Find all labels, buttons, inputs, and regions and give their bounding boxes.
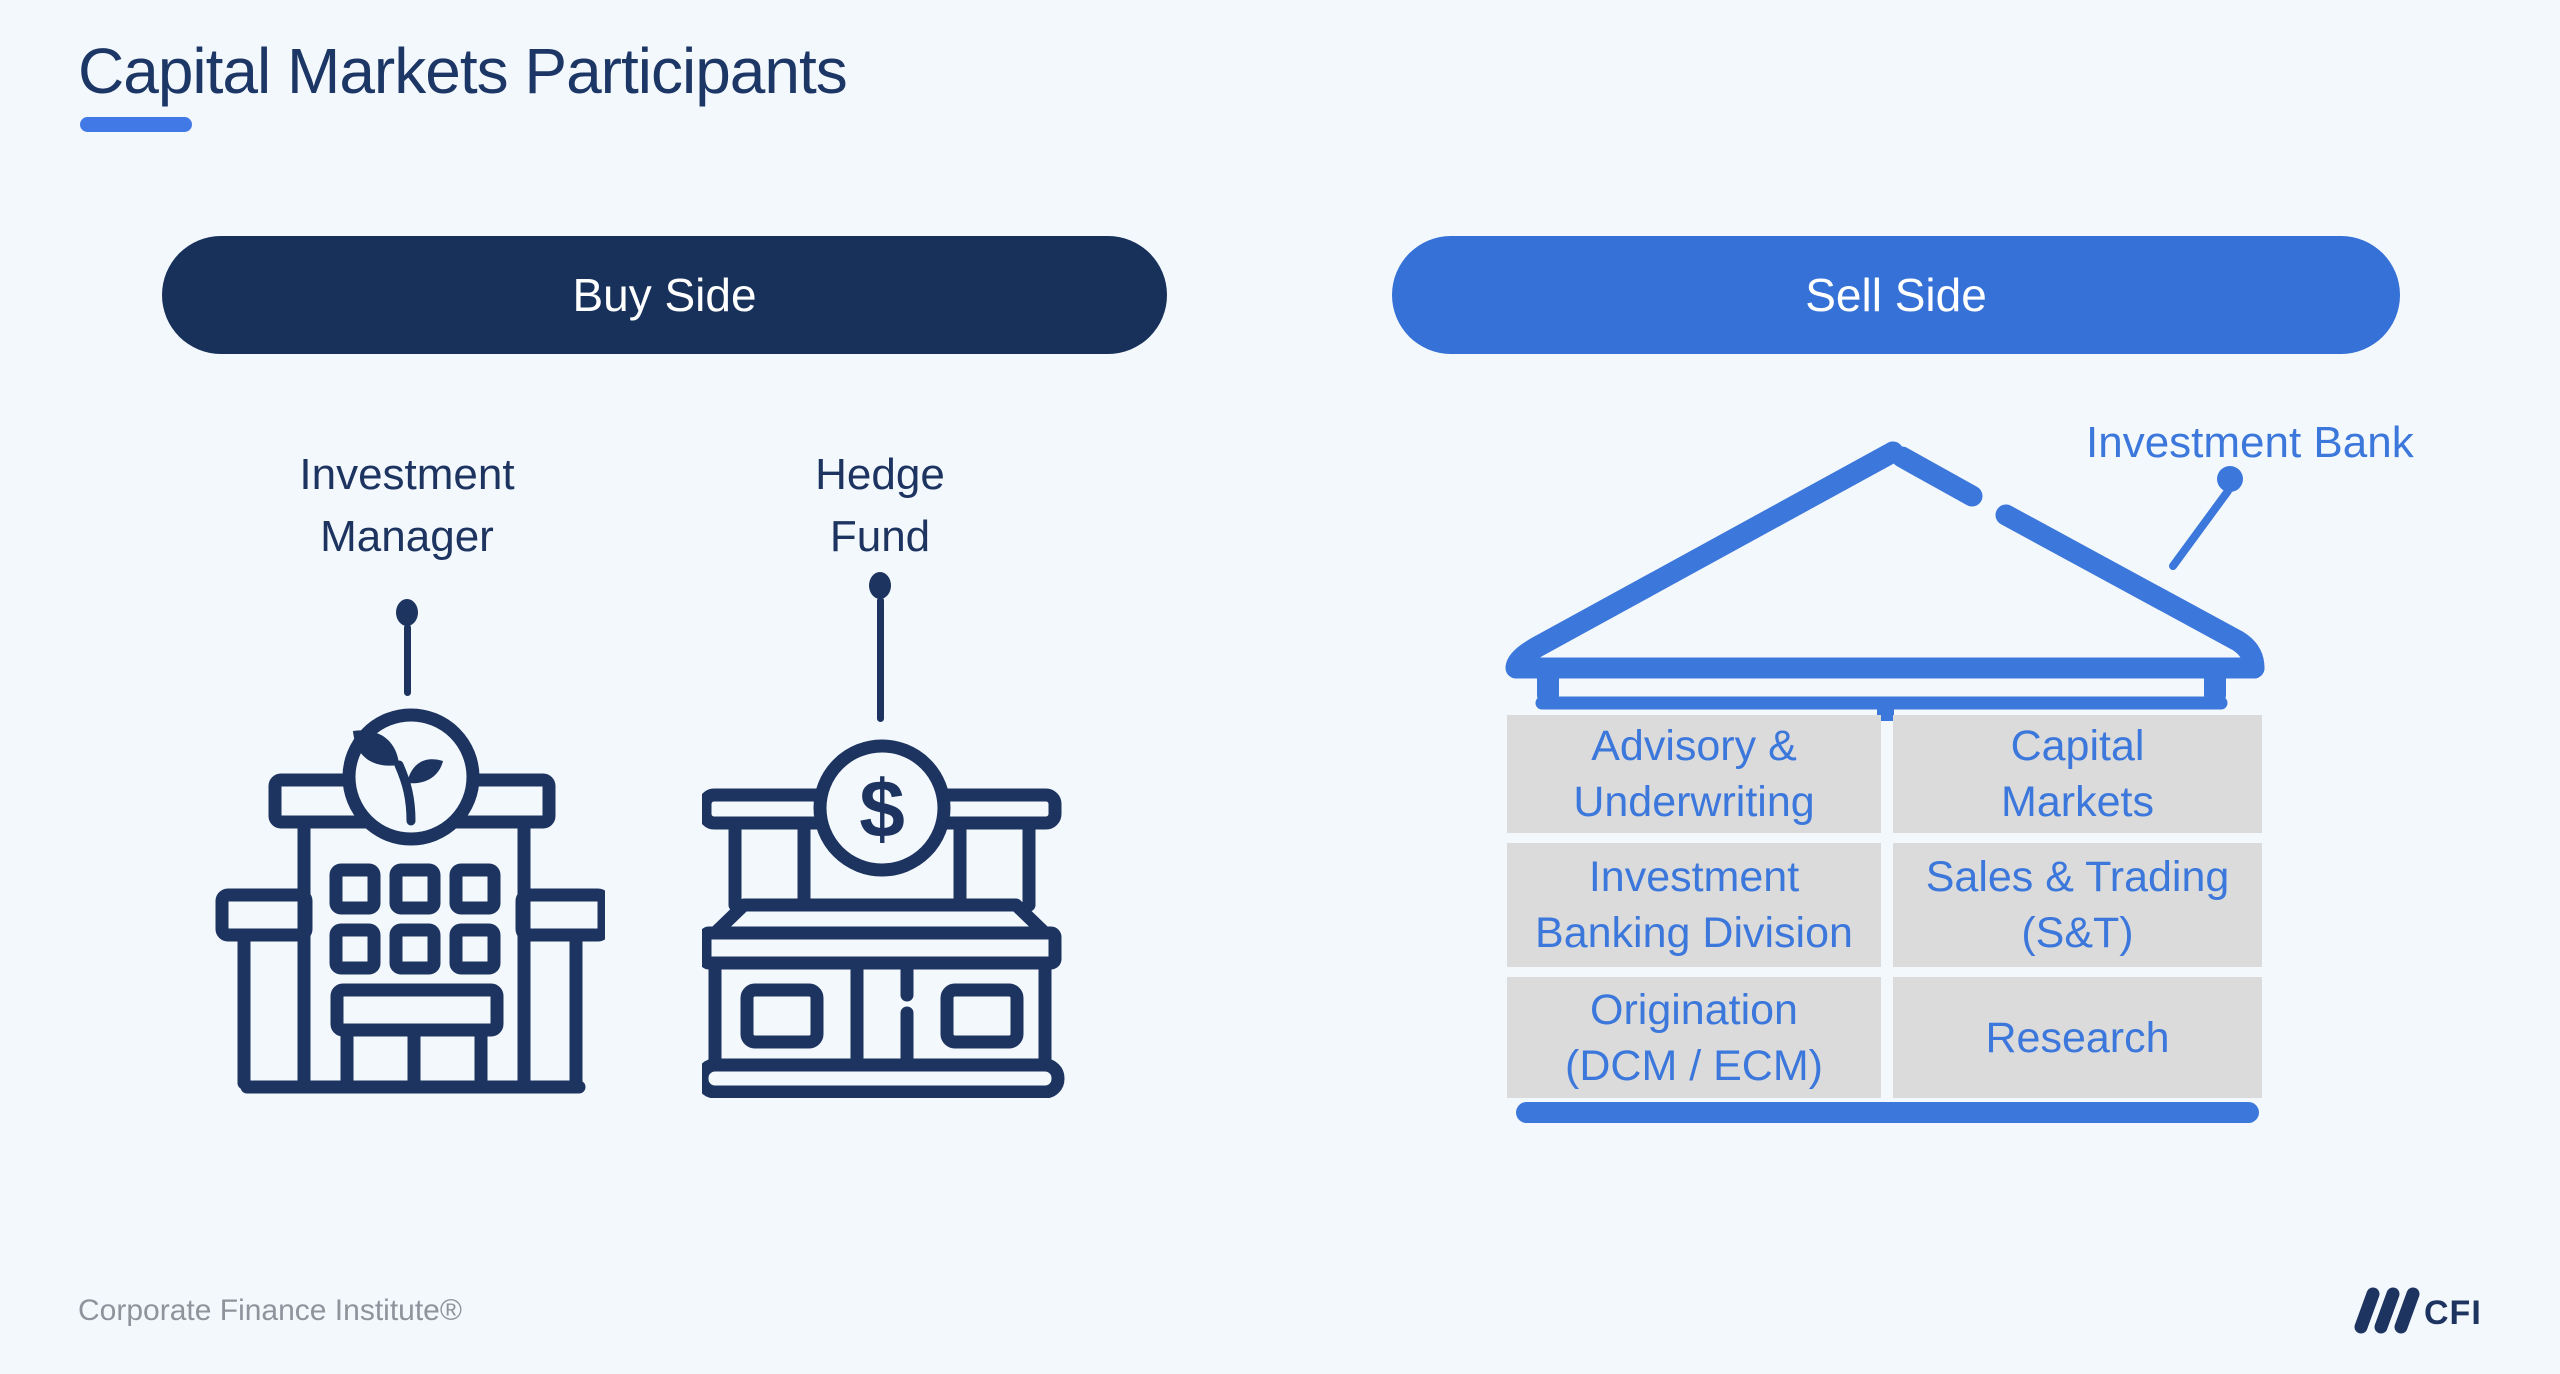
division-cell-investment-banking-division: Investment Banking Division <box>1507 843 1881 967</box>
callout-line <box>2169 487 2232 570</box>
title-underline-accent <box>80 117 192 132</box>
investment-bank-callout-label: Investment Bank <box>2086 418 2414 467</box>
buy-side-pill: Buy Side <box>162 236 1167 354</box>
hedge-fund-label-line2: Fund <box>829 512 931 561</box>
division-cell-origination: Origination (DCM / ECM) <box>1507 977 1881 1098</box>
division-cell-capital-markets: Capital Markets <box>1893 715 2262 833</box>
investment-manager-label-line2: Manager <box>320 512 494 561</box>
investment-manager-connector-line <box>404 624 411 696</box>
investment-manager-label-line1: Investment <box>299 450 515 499</box>
division-cell-sales-trading: Sales & Trading (S&T) <box>1893 843 2262 967</box>
hedge-fund-label: Hedge Fund <box>680 444 1080 568</box>
hedge-fund-connector-dot <box>869 572 891 599</box>
cfi-logo-text: CFI <box>2424 1294 2482 1332</box>
callout-dot <box>2217 466 2243 492</box>
division-cell-research: Research <box>1893 977 2262 1098</box>
division-cell-advisory-underwriting: Advisory & Underwriting <box>1507 715 1881 833</box>
divisions-grid: Advisory & Underwriting Capital Markets … <box>1507 715 2262 1098</box>
cfi-logo: CFI <box>2354 1287 2482 1334</box>
house-base-bar <box>1516 1102 2259 1123</box>
investment-manager-label: Investment Manager <box>207 444 607 568</box>
hedge-fund-label-line1: Hedge <box>815 450 945 499</box>
cfi-triple-slash-icon <box>2354 1287 2420 1334</box>
dollar-sign-glyph: $ <box>859 764 905 855</box>
sell-side-pill: Sell Side <box>1392 236 2400 354</box>
investment-manager-connector-dot <box>396 599 418 626</box>
footer-brand-text: Corporate Finance Institute® <box>78 1294 462 1327</box>
page-title: Capital Markets Participants <box>78 35 848 107</box>
office-building-with-plant-icon <box>215 708 605 1094</box>
hedge-fund-connector-line <box>877 597 884 722</box>
investment-bank-roof-icon <box>1505 441 2265 721</box>
bank-building-with-dollar-icon: $ <box>702 739 1065 1098</box>
